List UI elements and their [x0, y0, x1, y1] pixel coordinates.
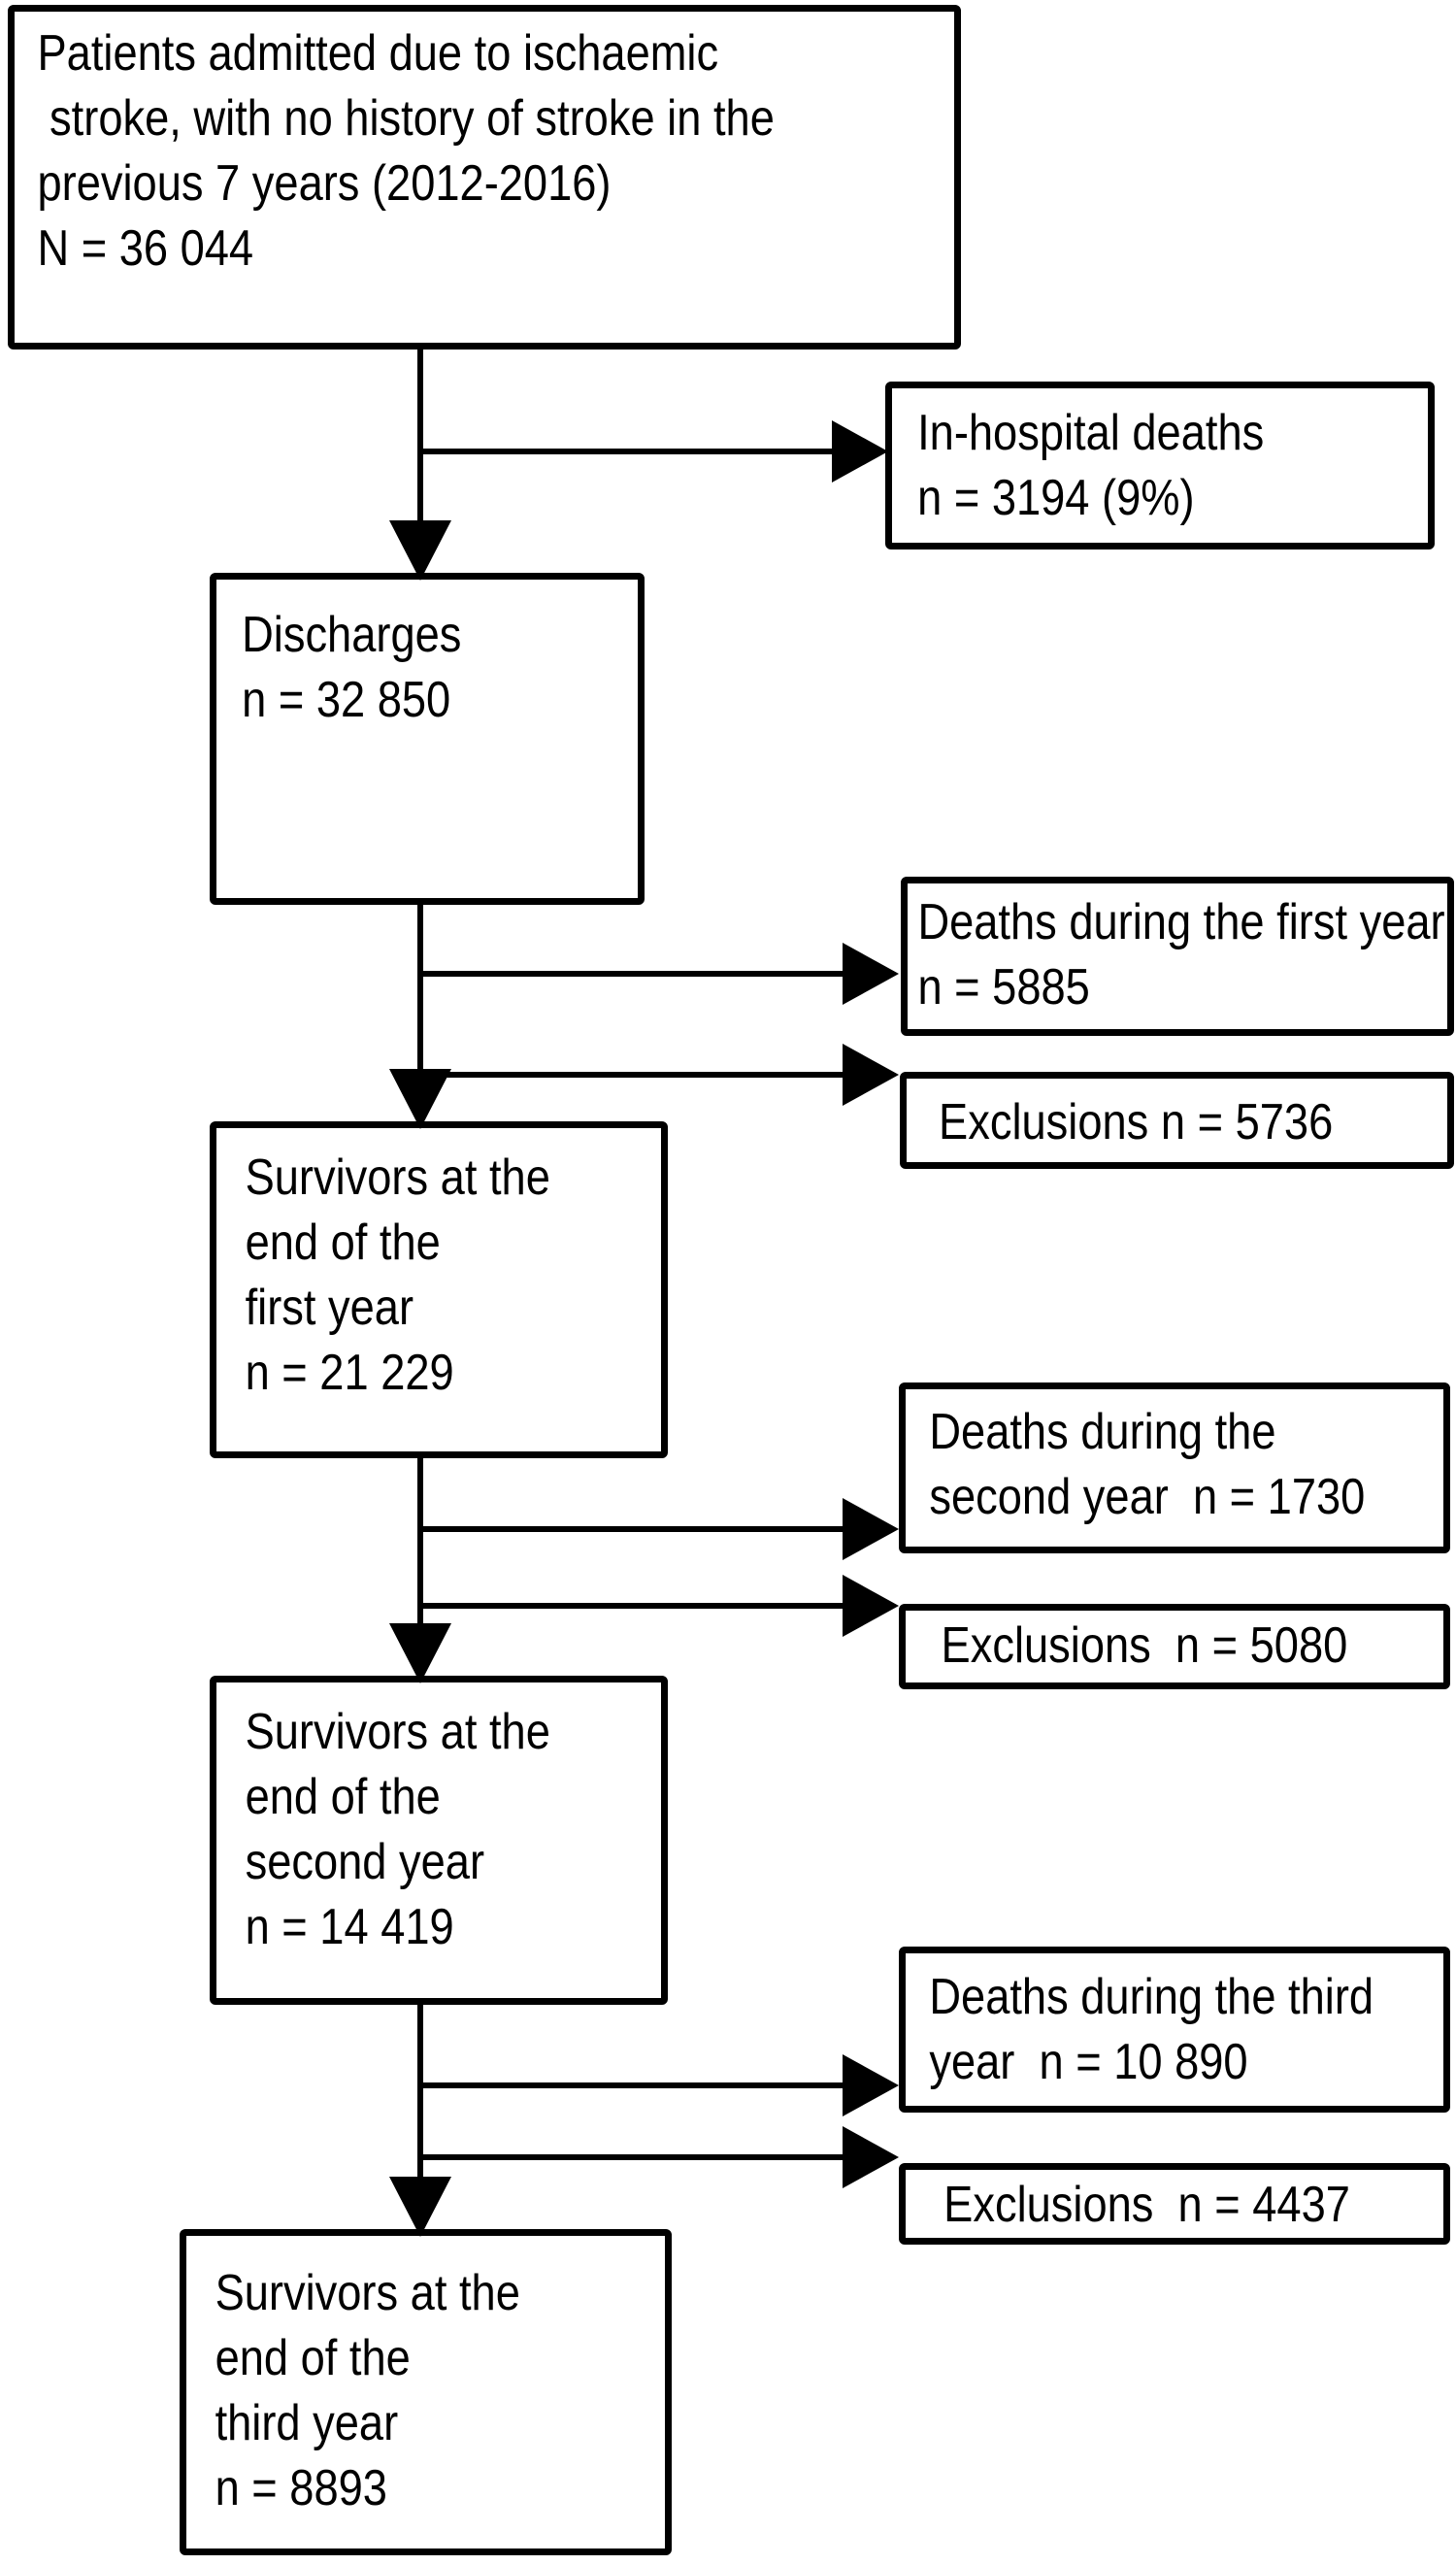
- box-line: N = 36 044: [37, 220, 254, 277]
- box-exclusions-third-year: Exclusions n = 4437: [899, 2163, 1450, 2245]
- box-exclusions-third-year-text: Exclusions n = 4437: [906, 2170, 1456, 2238]
- box-line: Deaths during the first year: [917, 894, 1445, 950]
- connector-branch-deaths-year2: [417, 1526, 844, 1532]
- box-deaths-third-year: Deaths during the third year n = 10 890: [899, 1947, 1450, 2113]
- arrow-down-icon: [389, 520, 451, 581]
- box-discharges: Discharges n = 32 850: [210, 573, 645, 905]
- box-survivors-second-year-text: Survivors at the end of the second year …: [216, 1682, 694, 1960]
- box-deaths-second-year: Deaths during the second year n = 1730: [899, 1382, 1450, 1553]
- connector-discharges-to-survivors1: [417, 903, 423, 1083]
- box-line: n = 21 229: [245, 1345, 454, 1401]
- box-line: second year n = 1730: [929, 1469, 1366, 1525]
- arrow-right-icon: [843, 2126, 899, 2188]
- connector-branch-deaths-year3: [417, 2082, 844, 2088]
- arrow-right-icon: [843, 1044, 899, 1106]
- box-line: n = 3194 (9%): [917, 470, 1195, 526]
- box-line: Exclusions n = 5736: [939, 1094, 1334, 1150]
- box-exclusions-second-year: Exclusions n = 5080: [899, 1604, 1450, 1689]
- box-survivors-third-year-text: Survivors at the end of the third year n…: [186, 2236, 698, 2521]
- arrow-down-icon: [389, 1069, 451, 1129]
- box-in-hospital-deaths-text: In-hospital deaths n = 3194 (9%): [892, 388, 1456, 531]
- connector-branch-exclusions-year1: [417, 1072, 844, 1078]
- box-deaths-third-year-text: Deaths during the third year n = 10 890: [906, 1953, 1456, 2095]
- box-admitted-text: Patients admitted due to ischaemic strok…: [15, 12, 990, 282]
- arrow-down-icon: [389, 1623, 451, 1683]
- connector-branch-exclusions-year2: [417, 1603, 844, 1609]
- box-exclusions-first-year: Exclusions n = 5736: [900, 1072, 1454, 1169]
- box-survivors-first-year-text: Survivors at the end of the first year n…: [216, 1128, 694, 1406]
- box-deaths-first-year: Deaths during the first year n = 5885: [901, 877, 1454, 1036]
- box-line: n = 14 419: [245, 1899, 454, 1955]
- box-in-hospital-deaths: In-hospital deaths n = 3194 (9%): [885, 382, 1435, 550]
- arrow-right-icon: [843, 1498, 899, 1560]
- box-survivors-second-year: Survivors at the end of the second year …: [210, 1676, 668, 2005]
- box-deaths-second-year-text: Deaths during the second year n = 1730: [906, 1389, 1456, 1530]
- box-survivors-third-year: Survivors at the end of the third year n…: [180, 2229, 672, 2555]
- arrow-right-icon: [843, 1575, 899, 1637]
- box-line: Survivors at the: [245, 1149, 550, 1206]
- box-line: previous 7 years (2012-2016): [37, 155, 612, 212]
- connector-survivors1-to-survivors2: [417, 1456, 423, 1636]
- arrow-right-icon: [843, 2054, 899, 2116]
- box-line: Deaths during the: [929, 1404, 1276, 1460]
- box-survivors-first-year: Survivors at the end of the first year n…: [210, 1121, 668, 1458]
- connector-branch-exclusions-year3: [417, 2154, 844, 2160]
- box-line: In-hospital deaths: [917, 405, 1265, 461]
- box-line: Survivors at the: [245, 1704, 550, 1760]
- connector-admitted-to-discharges: [417, 348, 423, 530]
- box-line: first year: [245, 1280, 414, 1336]
- box-line: Exclusions n = 5080: [941, 1617, 1348, 1674]
- box-admitted: Patients admitted due to ischaemic strok…: [8, 5, 961, 350]
- arrow-right-icon: [832, 420, 888, 483]
- box-line: year n = 10 890: [929, 2034, 1248, 2090]
- connector-survivors2-to-survivors3: [417, 2003, 423, 2187]
- box-discharges-text: Discharges n = 32 850: [216, 580, 672, 733]
- box-line: end of the: [245, 1769, 441, 1825]
- box-line: n = 5885: [917, 959, 1090, 1016]
- box-line: Exclusions n = 4437: [943, 2177, 1350, 2233]
- box-line: Discharges: [242, 607, 462, 663]
- box-line: n = 32 850: [242, 672, 451, 728]
- box-line: Patients admitted due to ischaemic: [37, 25, 719, 82]
- box-line: stroke, with no history of stroke in the: [37, 90, 775, 147]
- arrow-down-icon: [389, 2177, 451, 2237]
- box-exclusions-second-year-text: Exclusions n = 5080: [906, 1611, 1456, 1679]
- box-line: n = 8893: [215, 2460, 387, 2516]
- box-line: end of the: [245, 1215, 441, 1271]
- box-line: Deaths during the third: [929, 1969, 1374, 2025]
- arrow-right-icon: [843, 943, 899, 1005]
- box-exclusions-first-year-text: Exclusions n = 5736: [907, 1079, 1456, 1155]
- box-line: third year: [215, 2395, 399, 2451]
- box-deaths-first-year-text: Deaths during the first year n = 5885: [908, 883, 1456, 1020]
- box-line: second year: [245, 1834, 485, 1890]
- connector-branch-deaths-year1: [417, 971, 844, 977]
- connector-branch-in-hospital-deaths: [417, 449, 833, 454]
- box-line: end of the: [215, 2330, 411, 2386]
- box-line: Survivors at the: [215, 2265, 520, 2321]
